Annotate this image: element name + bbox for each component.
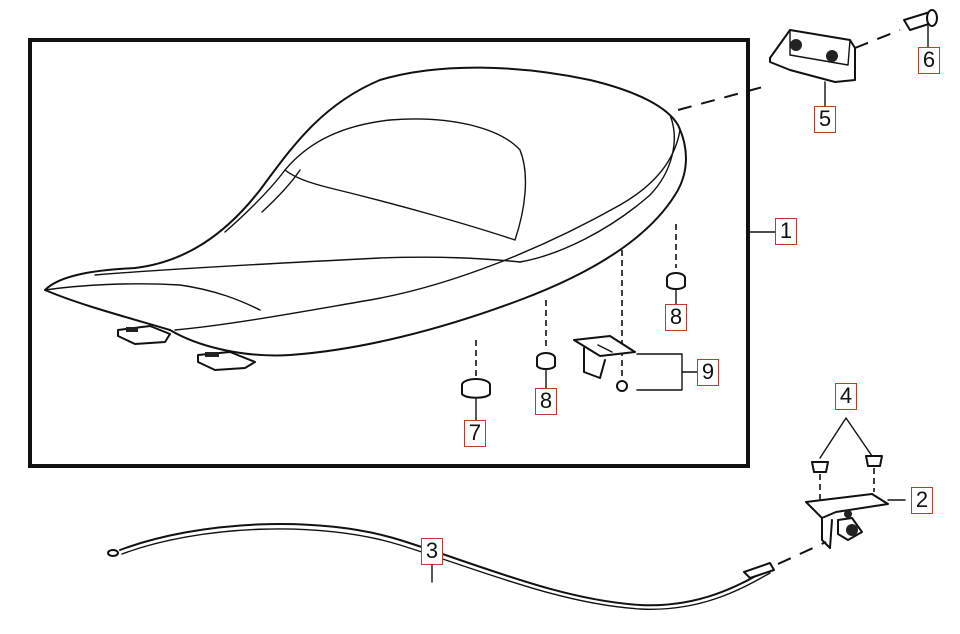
bolt-part-4b	[865, 455, 883, 492]
callout-5: 5	[814, 106, 836, 133]
damper-part-8a	[666, 272, 686, 290]
damper-part-8b	[536, 352, 556, 370]
callout-8-upper: 8	[665, 304, 687, 331]
leader-seat-to-bracket	[677, 84, 771, 111]
seat-latch-part	[805, 493, 889, 549]
callout-9: 9	[697, 359, 719, 386]
callout-6: 6	[918, 47, 940, 74]
leader-bracket-to-bolt	[854, 29, 901, 49]
clip-part-9	[573, 335, 636, 392]
leader-4	[819, 417, 873, 459]
callout-3: 3	[421, 538, 443, 565]
seat-assembly-frame	[28, 38, 750, 468]
callout-2: 2	[911, 487, 933, 514]
bolt-part-4a	[811, 461, 829, 502]
bracket-9	[636, 353, 683, 391]
bolt-part	[903, 9, 938, 31]
seat-part	[44, 66, 687, 371]
seat-cable-part	[107, 523, 827, 610]
callout-4: 4	[835, 383, 857, 410]
latch-bracket-part	[769, 29, 856, 83]
callout-1: 1	[775, 218, 797, 245]
callout-7: 7	[464, 420, 486, 447]
callout-8-lower: 8	[535, 388, 557, 415]
damper-part-7	[461, 378, 491, 399]
